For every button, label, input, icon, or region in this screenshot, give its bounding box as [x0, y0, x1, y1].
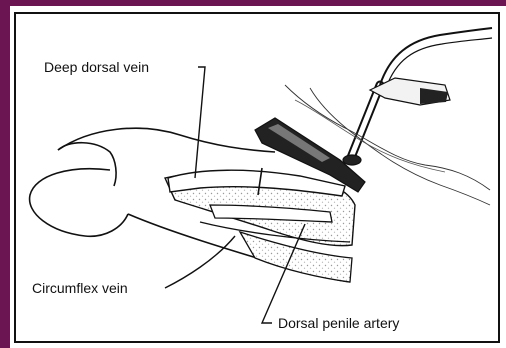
glans-outline [30, 169, 128, 237]
shaft-upper-outline [58, 128, 275, 152]
label-deep-dorsal-vein: Deep dorsal vein [44, 60, 149, 74]
suture-thread-1 [285, 85, 490, 190]
glans-rim [58, 143, 116, 186]
cannula-tip [343, 155, 361, 165]
leader-dorsal-penile-artery [262, 224, 305, 323]
label-dorsal-penile-artery: Dorsal penile artery [278, 316, 399, 330]
leader-circumflex-vein [165, 236, 235, 288]
tubing [380, 28, 492, 85]
leader-deep-dorsal-vein [195, 67, 205, 178]
label-circumflex-vein: Circumflex vein [32, 281, 128, 295]
